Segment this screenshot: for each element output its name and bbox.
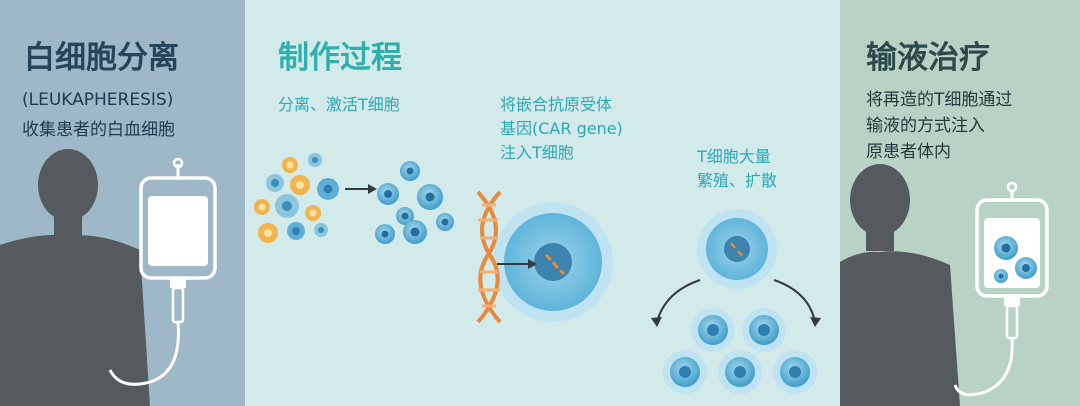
person-silhouette-icon — [840, 164, 960, 406]
iv-bag-icon — [953, 181, 1049, 397]
cell-icon — [697, 209, 777, 289]
step-car-gene-line-1: 将嵌合抗原受体 — [500, 95, 613, 114]
proliferating-cells-icon — [663, 308, 817, 394]
infusion-desc-line-2: 输液的方式注入 — [866, 116, 985, 136]
arrow-icon — [656, 279, 816, 323]
infusion-title: 输液治疗 — [866, 40, 990, 76]
arrow-icon — [497, 259, 537, 269]
infusion-desc-line-1: 将再造的T细胞通过 — [866, 90, 1013, 110]
leukapheresis-desc: 收集患者的白血细胞 — [22, 120, 175, 140]
iv-bag-icon — [108, 157, 217, 386]
dna-helix-icon — [476, 190, 502, 324]
arrow-icon — [810, 317, 821, 327]
leukapheresis-subtitle: (LEUKAPHERESIS) — [22, 90, 174, 110]
step-car-gene-line-3: 注入T细胞 — [500, 143, 574, 162]
step-proliferate-line-1: T细胞大量 — [697, 147, 771, 166]
step-proliferate-line-2: 繁殖、扩散 — [697, 171, 778, 190]
arrow-icon — [345, 184, 377, 194]
manufacturing-title: 制作过程 — [278, 40, 402, 76]
activated-t-cells-icon — [375, 161, 454, 244]
mixed-cells-icon — [254, 153, 339, 243]
leukapheresis-title: 白细胞分离 — [24, 40, 179, 76]
arrow-icon — [651, 317, 662, 327]
step-car-gene-line-2: 基因(CAR gene) — [500, 119, 623, 138]
step-activate-t-cells: 分离、激活T细胞 — [278, 95, 400, 114]
infusion-desc-line-3: 原患者体内 — [866, 142, 951, 162]
cell-icon — [493, 202, 613, 322]
person-silhouette-icon — [0, 149, 150, 406]
